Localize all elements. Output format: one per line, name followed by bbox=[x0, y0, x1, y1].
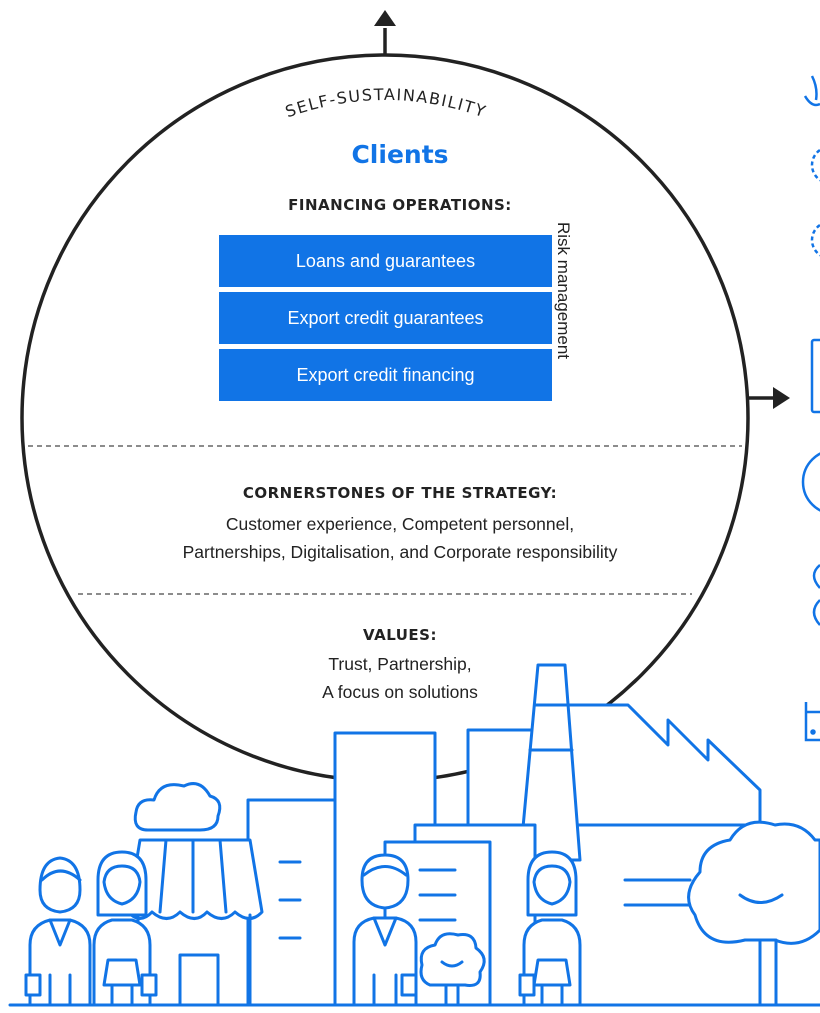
person-icon-1 bbox=[24, 856, 92, 1007]
values-line-1: Trust, Partnership, bbox=[328, 654, 472, 674]
document-fragment-icon bbox=[810, 338, 820, 414]
financing-item-loans: Loans and guarantees bbox=[219, 235, 552, 287]
shop-door bbox=[178, 953, 220, 1007]
tree-right bbox=[687, 820, 820, 945]
person-icon-2 bbox=[92, 850, 158, 1007]
values-text: Trust, Partnership, A focus on solutions bbox=[200, 650, 600, 706]
values-line-2: A focus on solutions bbox=[322, 682, 478, 702]
bush-icon bbox=[419, 932, 486, 987]
cornerstones-line-1: Customer experience, Competent personnel… bbox=[225, 514, 575, 534]
globe-fragment-icon bbox=[810, 148, 820, 182]
cornerstones-heading: CORNERSTONES OF THE STRATEGY: bbox=[242, 484, 558, 502]
city-illustration bbox=[8, 663, 820, 1007]
device-fragment-icon bbox=[804, 702, 820, 742]
cornerstones-text: Customer experience, Competent personnel… bbox=[40, 510, 760, 566]
cornerstones-line-2: Partnerships, Digitalisation, and Corpor… bbox=[182, 542, 618, 562]
person-icon-3 bbox=[352, 853, 418, 1007]
link-fragment-icon bbox=[812, 564, 820, 626]
globe-fragment-icon-2 bbox=[810, 223, 820, 257]
values-heading: VALUES: bbox=[363, 626, 437, 644]
side-icons bbox=[801, 75, 820, 742]
financing-item-export-guarantees: Export credit guarantees bbox=[219, 292, 552, 344]
world-fragment-icon bbox=[801, 452, 820, 512]
device-dot-icon bbox=[810, 729, 816, 735]
cloud-icon bbox=[133, 782, 222, 832]
clients-heading: Clients bbox=[351, 140, 449, 169]
office-building bbox=[246, 798, 337, 1007]
person-icon-4 bbox=[518, 850, 582, 1007]
risk-management-label: Risk management bbox=[554, 222, 573, 360]
shop-awning bbox=[126, 838, 264, 920]
up-arrow-icon bbox=[374, 10, 396, 60]
financing-heading: FINANCING OPERATIONS: bbox=[288, 196, 512, 214]
person-fragment-icon bbox=[803, 75, 820, 107]
right-arrow-icon bbox=[746, 387, 790, 409]
financing-item-export-financing: Export credit financing bbox=[219, 349, 552, 401]
